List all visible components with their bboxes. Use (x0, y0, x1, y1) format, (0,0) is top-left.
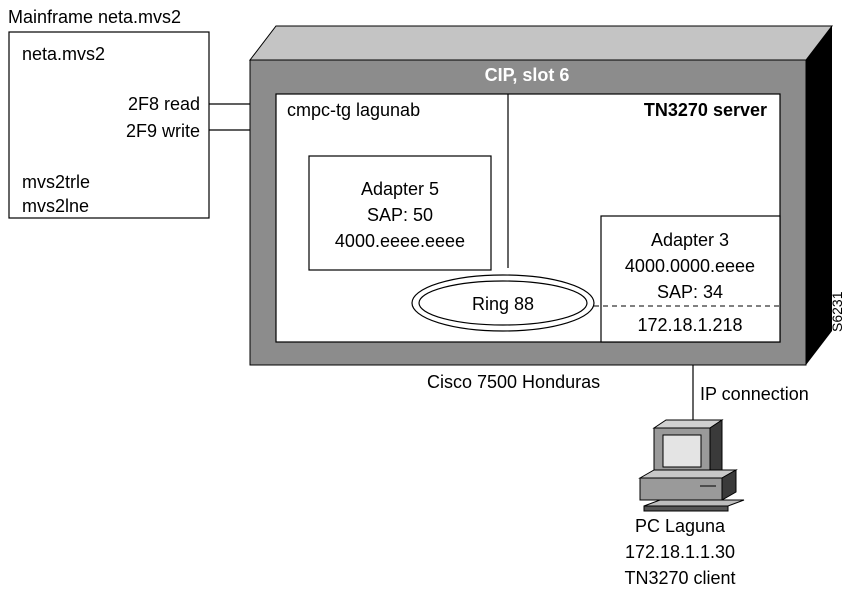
mainframe-caption: Mainframe neta.mvs2 (8, 7, 181, 27)
channel-write-label: 2F9 write (126, 121, 200, 141)
pc-role: TN3270 client (624, 568, 735, 588)
adapter5-sap: SAP: 50 (367, 205, 433, 225)
pc-ip: 172.18.1.1.30 (625, 542, 735, 562)
adapter3-mac: 4000.0000.eeee (625, 256, 755, 276)
router-name: Cisco 7500 Honduras (427, 372, 600, 392)
ring-inner (418, 280, 588, 326)
router-chassis-side (806, 26, 832, 365)
adapter5-box (308, 155, 492, 271)
ring-outer (411, 274, 595, 332)
adapter3-box (600, 215, 781, 343)
adapter5-name: Adapter 5 (361, 179, 439, 199)
router-chassis-top (248, 25, 834, 61)
cmpc-label: cmpc-tg lagunab (287, 100, 420, 120)
lne-label: mvs2lne (22, 196, 89, 216)
channel-read-label: 2F8 read (128, 94, 200, 114)
pc-name: PC Laguna (635, 516, 726, 536)
figure-id: S6231 (829, 291, 843, 332)
adapter3-sap: SAP: 34 (657, 282, 723, 302)
adapter3-name: Adapter 3 (651, 230, 729, 250)
ring-label: Ring 88 (472, 294, 534, 314)
mainframe-name: neta.mvs2 (22, 44, 105, 64)
trle-label: mvs2trle (22, 172, 90, 192)
adapter5-mac: 4000.eeee.eeee (335, 231, 465, 251)
tn3270-server-label: TN3270 server (644, 100, 767, 120)
ip-connection-label: IP connection (700, 384, 809, 404)
adapter3-ip: 172.18.1.218 (637, 315, 742, 335)
pc-icon (638, 419, 745, 512)
cip-slot-label: CIP, slot 6 (485, 65, 570, 85)
mainframe-box (8, 31, 210, 219)
